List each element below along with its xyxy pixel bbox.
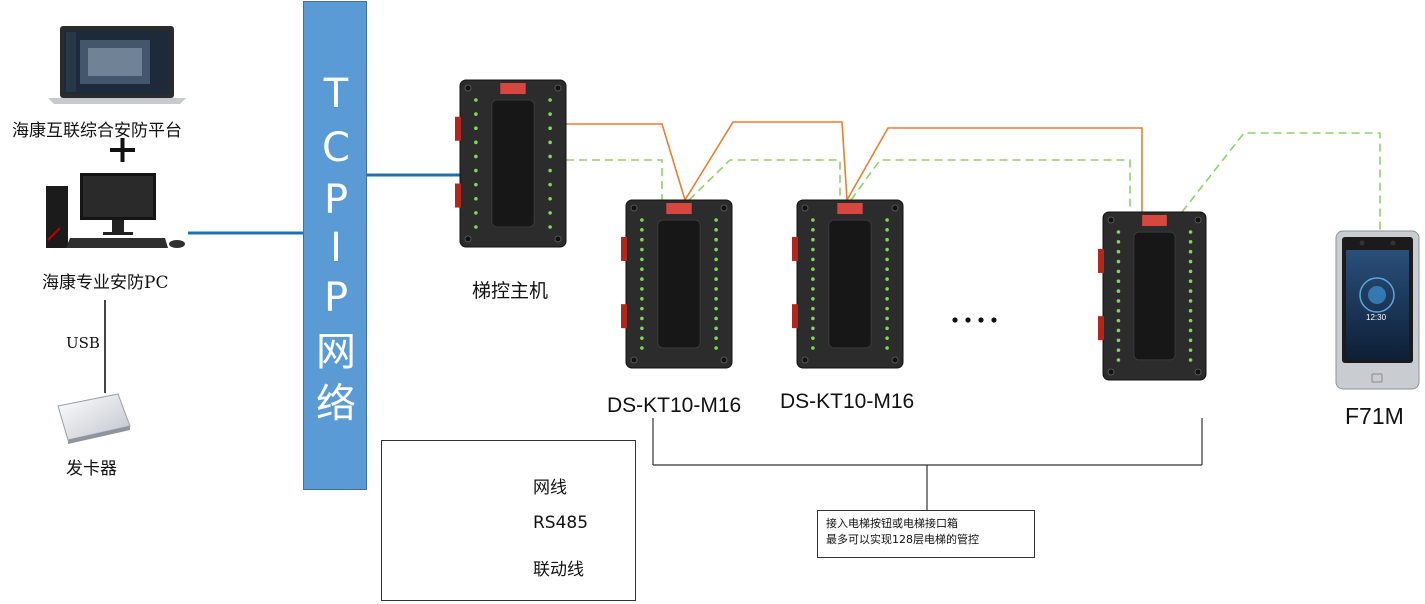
module-label-1: DS-KT10-M16 bbox=[607, 394, 742, 417]
terminal-screen-time: 12:30 bbox=[1366, 313, 1387, 322]
tcpip-char: I bbox=[330, 225, 342, 271]
legend bbox=[381, 440, 636, 601]
platform-label: 海康互联综合安防平台 bbox=[12, 121, 182, 141]
main-controller-label: 梯控主机 bbox=[472, 280, 549, 302]
linkage-lines bbox=[566, 121, 1143, 212]
legend-label-network: 网线 bbox=[533, 478, 567, 498]
tcpip-char: 络 bbox=[316, 381, 356, 427]
note-line-2: 最多可以实现128层电梯的管控 bbox=[826, 533, 979, 546]
rs485-lines bbox=[566, 132, 1381, 232]
module-image-3 bbox=[1098, 211, 1207, 381]
plus-icon bbox=[110, 138, 135, 162]
bus-bracket bbox=[652, 418, 1203, 510]
terminal-label: F71M bbox=[1345, 403, 1404, 429]
module-label-2: DS-KT10-M16 bbox=[780, 390, 915, 413]
note-box: 接入电梯按钮或电梯接口箱 最多可以实现128层电梯的管控 bbox=[817, 510, 1035, 558]
platform-laptop-image bbox=[48, 26, 186, 104]
card-reader-label: 发卡器 bbox=[66, 459, 117, 479]
face-terminal-image bbox=[1335, 230, 1420, 390]
usb-label: USB bbox=[66, 334, 100, 352]
module-image-1 bbox=[621, 199, 733, 369]
note-line-1: 接入电梯按钮或电梯接口箱 bbox=[826, 517, 958, 530]
main-controller-image bbox=[455, 79, 567, 248]
ellipsis bbox=[952, 317, 997, 323]
tcpip-char: P bbox=[323, 275, 349, 321]
legend-label-linkage: 联动线 bbox=[533, 560, 584, 580]
tcpip-char: T bbox=[323, 71, 349, 117]
tcpip-network-bar: T C P I P 网 络 bbox=[303, 1, 367, 490]
pc-image bbox=[46, 173, 185, 248]
network-cables bbox=[188, 173, 462, 235]
legend-label-rs485: RS485 bbox=[533, 513, 589, 533]
pc-label: 海康专业安防PC bbox=[42, 273, 169, 293]
devices bbox=[455, 79, 1207, 381]
card-reader-image bbox=[57, 393, 131, 444]
module-image-2 bbox=[792, 199, 904, 369]
tcpip-char: 网 bbox=[316, 329, 356, 375]
tcpip-char: P bbox=[323, 177, 349, 223]
tcpip-char: C bbox=[322, 125, 350, 171]
